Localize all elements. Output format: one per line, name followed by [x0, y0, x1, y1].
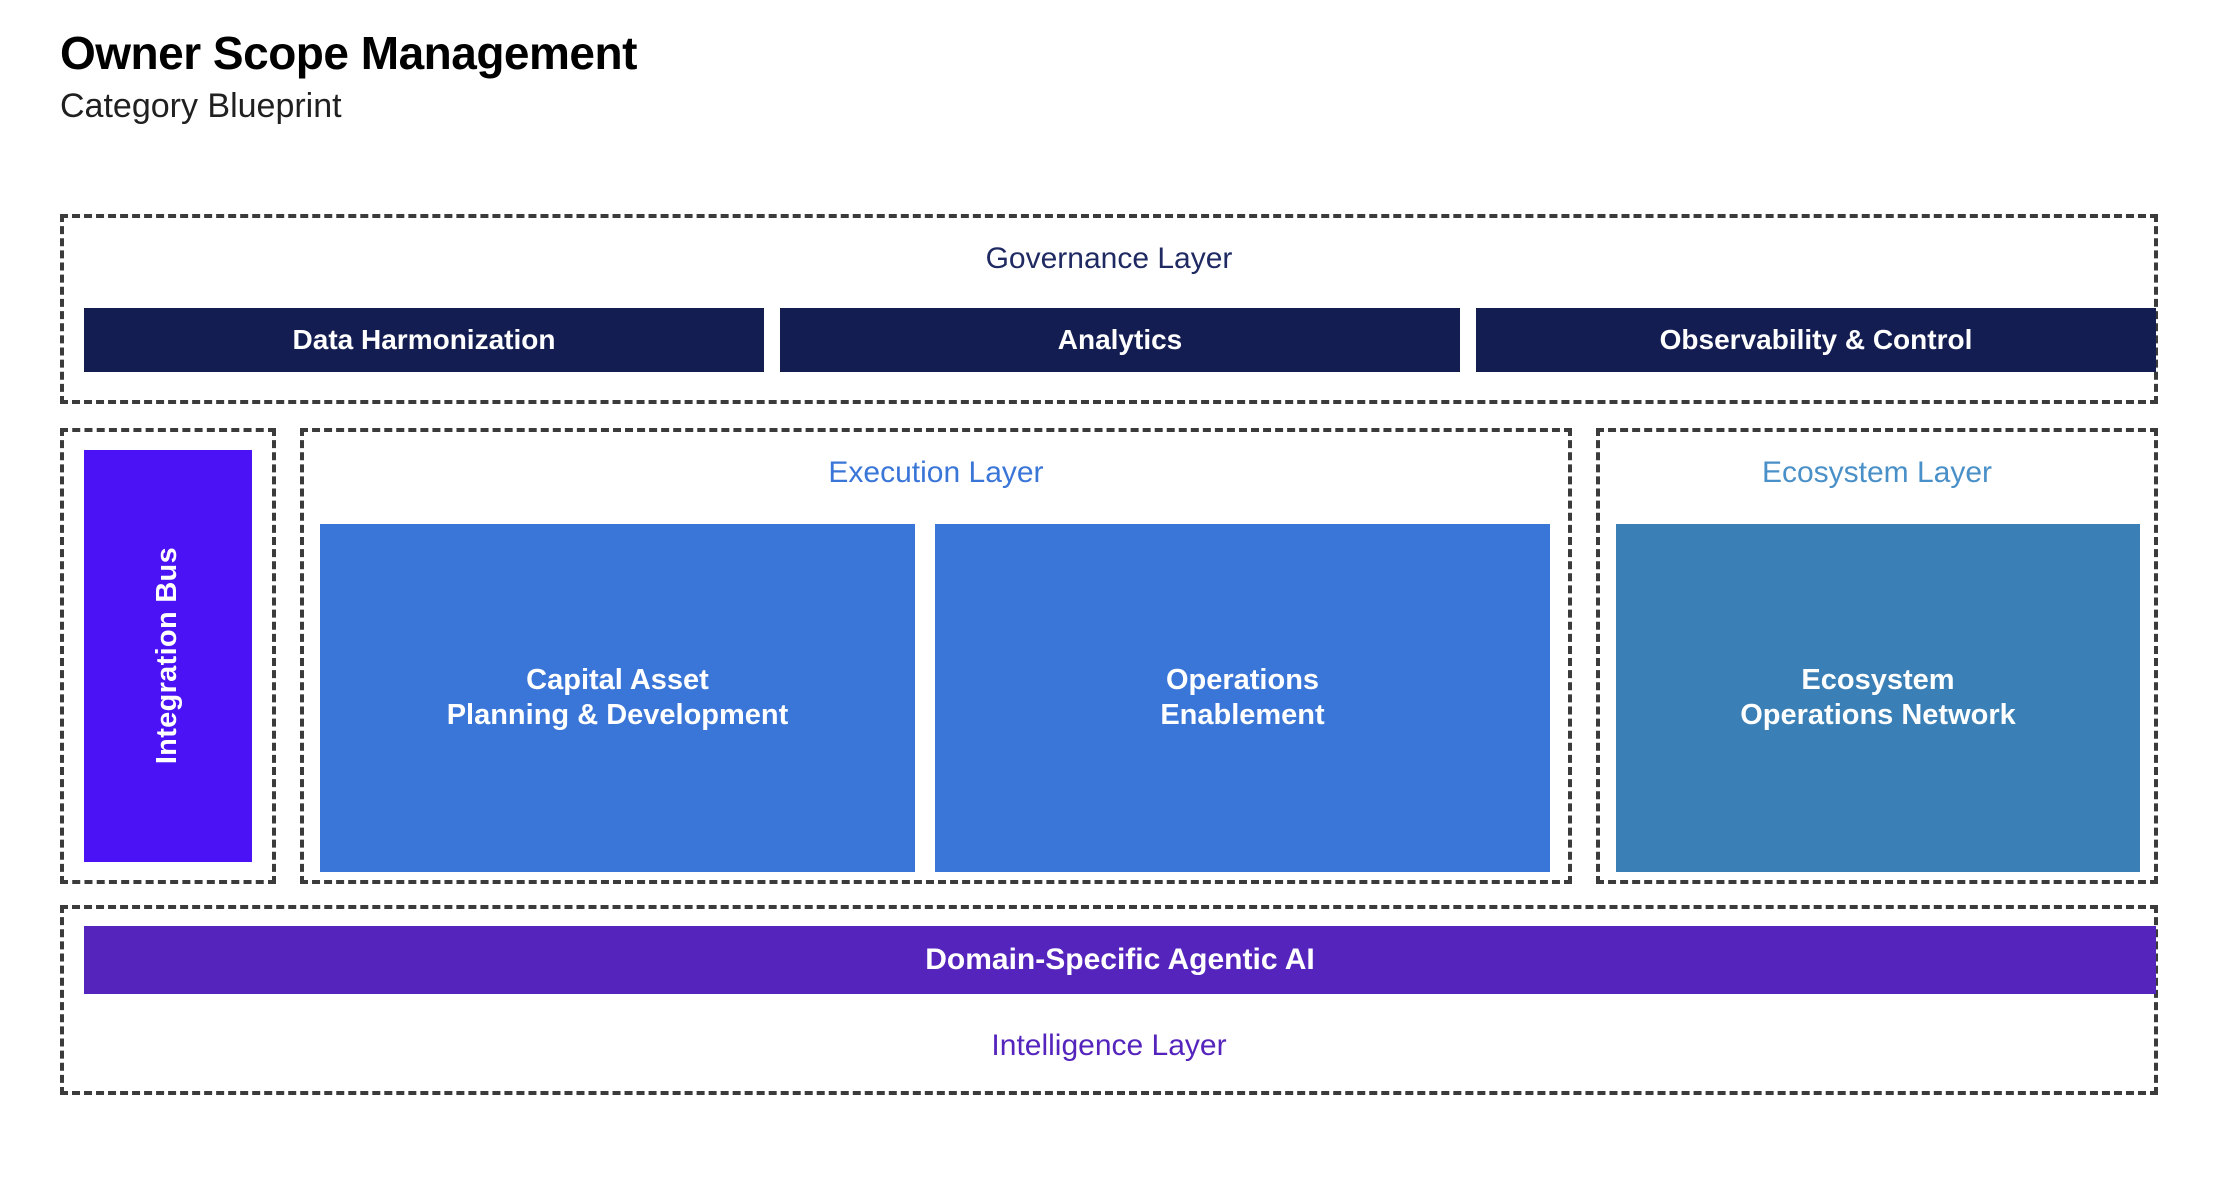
page-title: Owner Scope Management: [60, 27, 637, 79]
ecosystem-layer-caption: Ecosystem Layer: [1761, 456, 1993, 489]
integration-bus-container: [60, 428, 276, 884]
intelligence-block-domain-specific-agentic-ai[interactable]: Domain-Specific Agentic AI: [84, 926, 2156, 994]
execution-block-capital-asset-planning-development[interactable]: Capital Asset Planning & Development: [320, 524, 915, 872]
header: Owner Scope Management Category Blueprin…: [60, 27, 637, 126]
governance-layer-caption: Governance Layer: [985, 242, 1233, 275]
governance-block-data-harmonization[interactable]: Data Harmonization: [84, 308, 764, 372]
execution-layer-container: Execution Layer: [300, 428, 1572, 884]
governance-block-analytics[interactable]: Analytics: [780, 308, 1460, 372]
integration-bus-block[interactable]: Integration Bus: [84, 450, 252, 862]
ecosystem-layer-container: Ecosystem Layer: [1596, 428, 2158, 884]
intelligence-layer-container: Intelligence Layer: [60, 905, 2158, 1095]
page-subtitle: Category Blueprint: [60, 86, 342, 125]
governance-block-observability-control[interactable]: Observability & Control: [1476, 308, 2156, 372]
governance-layer-container: Governance Layer: [60, 214, 2158, 404]
integration-bus-label: Integration Bus: [151, 547, 184, 765]
ecosystem-block-operations-network[interactable]: Ecosystem Operations Network: [1616, 524, 2140, 872]
execution-layer-caption: Execution Layer: [828, 456, 1044, 489]
intelligence-layer-caption: Intelligence Layer: [991, 1029, 1227, 1062]
execution-block-operations-enablement[interactable]: Operations Enablement: [935, 524, 1550, 872]
